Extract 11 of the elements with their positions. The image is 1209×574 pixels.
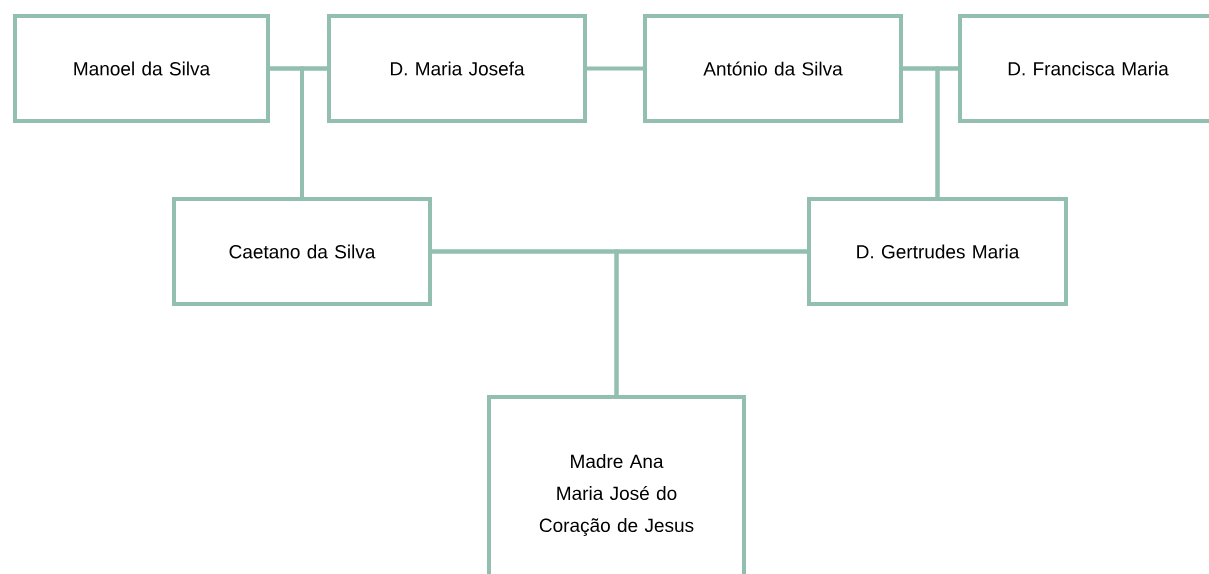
person-box: António da Silva bbox=[643, 14, 903, 123]
connector-line bbox=[935, 66, 958, 197]
connector-line bbox=[614, 249, 807, 395]
connector-line bbox=[300, 66, 327, 197]
connector-line bbox=[587, 66, 643, 71]
person-box: Manoel da Silva bbox=[13, 14, 270, 123]
person-box: D. Gertrudes Maria bbox=[807, 197, 1068, 306]
person-box: D. Francisca Maria bbox=[958, 14, 1209, 123]
person-box: D. Maria Josefa bbox=[327, 14, 587, 123]
person-box: Caetano da Silva bbox=[172, 197, 432, 306]
person-box: Madre Ana Maria José do Coração de Jesus bbox=[487, 395, 746, 574]
